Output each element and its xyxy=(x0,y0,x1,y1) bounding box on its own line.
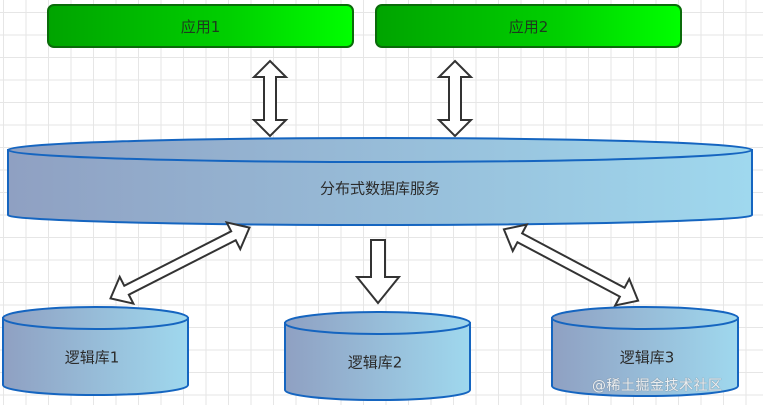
logical-db-1-cylinder xyxy=(2,306,189,396)
distributed-db-service-cylinder xyxy=(7,137,753,226)
logical-db-3-double-arrow-icon xyxy=(502,223,640,307)
app-2-box: 应用2 xyxy=(375,4,682,48)
logical-db-2-cylinder xyxy=(284,311,471,401)
logical-db-3-cylinder xyxy=(551,306,739,397)
logical-db-1-double-arrow-icon xyxy=(109,220,251,306)
app-2-label: 应用2 xyxy=(508,17,549,36)
watermark: @稀土掘金技术社区 xyxy=(592,378,723,394)
app-1-label: 应用1 xyxy=(180,17,221,36)
logical-db-1-label: 逻辑库1 xyxy=(64,348,120,367)
app-1-double-arrow-icon xyxy=(251,59,289,138)
logical-db-3-label: 逻辑库3 xyxy=(619,348,675,367)
logical-db-2-label: 逻辑库2 xyxy=(347,353,403,372)
app-2-double-arrow-icon xyxy=(436,59,474,138)
logical-db-2-down-arrow-icon xyxy=(354,239,402,305)
app-1-box: 应用1 xyxy=(47,4,354,48)
distributed-db-service-label: 分布式数据库服务 xyxy=(319,179,441,198)
